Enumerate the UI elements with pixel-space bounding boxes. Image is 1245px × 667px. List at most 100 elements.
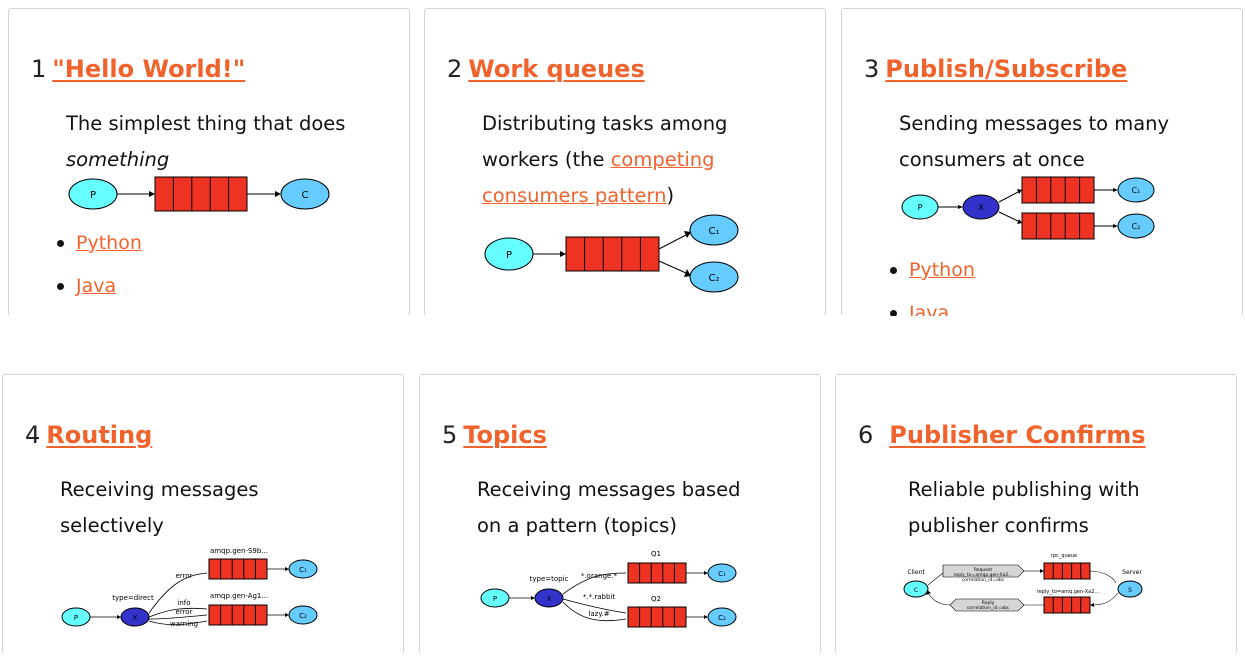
link-java[interactable]: Java [76, 275, 117, 297]
title-link-topics[interactable]: Topics [463, 421, 547, 449]
description-emphasis: something [66, 148, 170, 171]
consumer-node [280, 178, 330, 210]
tutorial-card-publisher-confirms: 6 Publisher Confirms Reliable publishing … [835, 374, 1237, 654]
binding-label-3: error [176, 608, 193, 616]
language-links: Python Java [890, 249, 975, 316]
queue-name-2: reply_to=amq.gen-Xa2... [1037, 589, 1100, 595]
request-line-3: correlation_id=abc [962, 577, 1005, 583]
client-title: Client [907, 569, 925, 576]
binding-label-3: lazy.# [588, 610, 609, 618]
description-text: Reliable publishing with publisher confi… [908, 478, 1140, 537]
exchange-label: X [978, 203, 984, 212]
exchange-type-label: type=topic [530, 575, 569, 583]
producer-label: P [506, 250, 512, 261]
consumer-label-1: C₁ [709, 226, 720, 237]
routing-diagram: P X type=direct amqp.gen-S9b... amqp.gen… [61, 547, 318, 628]
consumer-node-1 [689, 214, 739, 246]
tutorial-card-hello-world: 1"Hello World!" The simplest thing that … [8, 8, 410, 316]
card-title: 6 Publisher Confirms [858, 419, 1146, 451]
consumer-label-1: C₁ [1132, 186, 1141, 195]
topics-diagram: P X type=topic Q1 Q2 *.orange.* *.*.rabb… [480, 550, 737, 628]
consumer-node-2 [707, 607, 737, 627]
binding-label-2: info [177, 599, 190, 607]
server-node [1117, 580, 1143, 598]
consumer-label-2: C₂ [299, 612, 307, 620]
link-java[interactable]: Java [909, 302, 950, 316]
list-item: Python [57, 222, 142, 265]
consumer-label-2: C₂ [718, 614, 726, 622]
binding-label-1: error [176, 572, 193, 580]
card-description: Sending messages to many consumers at on… [899, 106, 1189, 178]
card-number: 1 [31, 55, 47, 83]
card-description: Reliable publishing with publisher confi… [908, 472, 1178, 544]
card-description: Distributing tasks among workers (the co… [482, 106, 742, 214]
client-node [903, 580, 929, 598]
title-link-publisher-confirms[interactable]: Publisher Confirms [889, 421, 1146, 449]
consumer-label-2: C₂ [1132, 222, 1141, 231]
queue-box-2 [208, 604, 268, 626]
card-title: 1"Hello World!" [31, 53, 245, 85]
queue-box-1 [208, 558, 268, 580]
reply-line-1: Reply [982, 600, 995, 606]
card-number: 3 [864, 55, 880, 83]
server-label: S [1128, 587, 1132, 594]
queue-name-1: amqp.gen-S9b... [210, 547, 268, 555]
queue-box-2 [627, 606, 687, 628]
consumer-label: C [302, 190, 309, 201]
card-description: Receiving messages based on a pattern (t… [477, 472, 767, 544]
card-number: 2 [447, 55, 463, 83]
consumer-node-2 [288, 605, 318, 625]
list-item: Python [890, 249, 975, 292]
producer-label: P [918, 203, 923, 212]
description-text: Receiving messages based on a pattern (t… [477, 478, 741, 537]
queue-name-1: rpc_queue [1051, 553, 1077, 559]
list-item: Java [890, 292, 975, 316]
hello-world-diagram: P C [68, 176, 330, 212]
request-line-2: reply_to=amqp.gen-Xa2... [954, 572, 1013, 578]
consumer-node-2 [1117, 213, 1155, 239]
card-number: 6 [858, 421, 874, 449]
consumer-label-1: C₁ [718, 570, 726, 578]
card-description: Receiving messages selectively [60, 472, 300, 544]
competing-consumers-link[interactable]: competing consumers pattern [482, 148, 715, 207]
consumer-node-1 [707, 563, 737, 583]
list-item: Java [57, 265, 142, 308]
title-link-publish-subscribe[interactable]: Publish/Subscribe [885, 55, 1128, 83]
producer-label: P [90, 190, 96, 201]
binding-label-2: *.*.rabbit [583, 593, 615, 601]
consumer-node-1 [1117, 177, 1155, 203]
description-text: Distributing tasks among workers (the [482, 112, 728, 171]
queue-box [154, 176, 248, 212]
queue-box [565, 236, 660, 272]
link-python[interactable]: Python [76, 232, 142, 254]
exchange-label: X [133, 614, 138, 622]
client-label: C [914, 587, 918, 594]
consumer-node-2 [689, 261, 739, 293]
exchange-label: X [547, 595, 552, 603]
server-title: Server [1122, 569, 1142, 576]
card-description: The simplest thing that does something [66, 106, 386, 178]
title-link-work-queues[interactable]: Work queues [468, 55, 645, 83]
title-link-routing[interactable]: Routing [46, 421, 153, 449]
binding-label-4: warning [170, 620, 198, 628]
description-text: Sending messages to many consumers at on… [899, 112, 1170, 171]
consumer-label-2: C₂ [709, 273, 720, 284]
title-link-hello-world[interactable]: "Hello World!" [52, 55, 246, 83]
producer-label: P [493, 595, 497, 603]
queue-name-1: Q1 [651, 550, 661, 558]
reply-queue-box [1043, 596, 1091, 614]
queue-box-1 [1021, 176, 1095, 204]
link-python[interactable]: Python [909, 259, 975, 281]
publish-subscribe-diagram: P X C₁ C₂ [901, 176, 1155, 240]
binding-label-1: *.orange.* [581, 572, 618, 580]
rpc-queue-box [1043, 562, 1091, 580]
language-links: Python Java [57, 222, 142, 308]
consumer-label-1: C₁ [299, 566, 307, 574]
queue-name-2: Q2 [651, 595, 661, 603]
